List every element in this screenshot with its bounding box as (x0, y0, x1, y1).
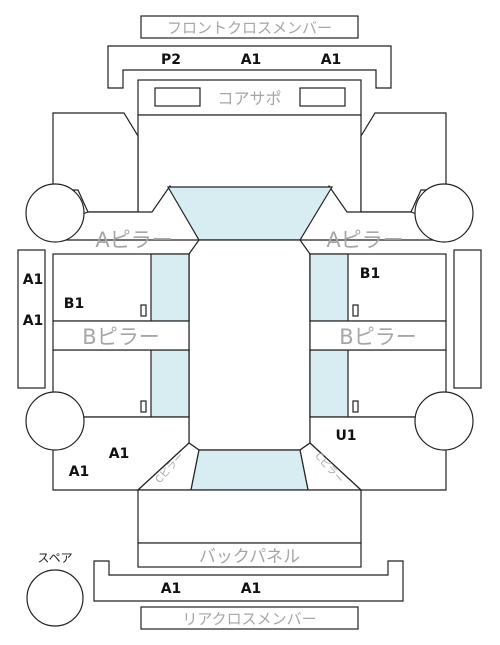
door-handle-left-rear (140, 400, 147, 413)
a-pillar-right-label: Aピラー (326, 228, 403, 252)
c-pillar-left: Cピラー (136, 442, 200, 491)
headlight-left (154, 87, 201, 107)
wheel-rear-right (414, 391, 474, 451)
spare-tire-icon (26, 569, 84, 627)
left-mid-panel-code: B1 (64, 296, 84, 312)
side-sill-right (453, 249, 482, 389)
front-member-code-center: A1 (241, 52, 262, 68)
back-panel-label: バックパネル (199, 547, 300, 567)
right-front-window (309, 253, 349, 322)
front-cross-member-label-box: フロントクロスメンバー (140, 15, 359, 39)
trunk (137, 489, 362, 544)
door-handle-left-front (140, 304, 147, 317)
core-support: コアサポ (137, 79, 362, 116)
spare-label: スペア (37, 551, 72, 565)
b-pillar-left: Bピラー (52, 320, 190, 351)
headlight-right (299, 87, 346, 107)
rear-cross-member: A1 A1 (93, 560, 404, 602)
wheel-rear-left (25, 391, 85, 451)
front-member-code-left: P2 (161, 52, 181, 68)
spare-tire: スペア (26, 551, 84, 627)
b-pillar-right-label: Bピラー (339, 325, 416, 349)
back-panel: バックパネル (137, 542, 362, 568)
rear-cross-member-label-box: リアクロスメンバー (140, 606, 359, 630)
a-pillar-left-label: Aピラー (95, 228, 172, 252)
a-pillar-right: Aピラー (298, 184, 447, 252)
front-cross-member: P2 A1 A1 (107, 45, 392, 89)
core-support-label: コアサポ (217, 89, 281, 108)
door-handle-right-front (352, 304, 359, 317)
rear-window (190, 449, 309, 491)
rear-member-code-right: A1 (241, 581, 262, 597)
side-sill-left (17, 249, 46, 389)
side-sill-left-code-bottom: A1 (23, 313, 44, 329)
left-rear-quarter-code-lower: A1 (69, 464, 90, 480)
b-pillar-right: Bピラー (309, 320, 447, 351)
right-rear-window (309, 349, 349, 418)
left-rear-window (150, 349, 190, 418)
left-rear-quarter-code-upper: A1 (109, 446, 130, 462)
front-cross-member-label: フロントクロスメンバー (167, 19, 332, 37)
rear-member-code-left: A1 (161, 581, 182, 597)
wheel-front-left (25, 183, 85, 243)
rear-cross-member-label: リアクロスメンバー (182, 610, 316, 628)
b-pillar-left-label: Bピラー (82, 325, 159, 349)
wheel-front-right (414, 183, 474, 243)
side-sill-left-code-top: A1 (23, 272, 44, 288)
right-mid-panel-code: B1 (360, 266, 380, 282)
left-front-window (150, 253, 190, 322)
right-rear-quarter-code: U1 (335, 428, 356, 444)
front-member-code-right: A1 (321, 52, 342, 68)
door-handle-right-rear (352, 400, 359, 413)
roof (188, 239, 311, 451)
